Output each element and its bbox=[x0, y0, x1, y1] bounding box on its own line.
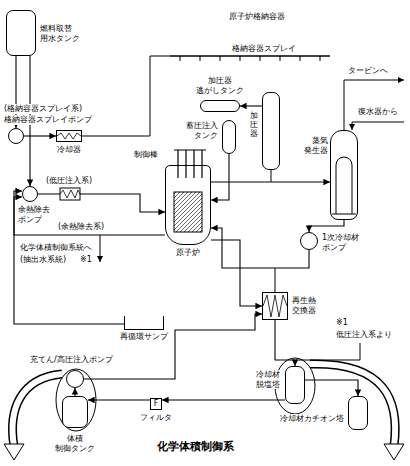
component-label: 原子炉 bbox=[176, 248, 200, 258]
component-label: 冷却材 脱塩塔 bbox=[256, 370, 280, 389]
pipe-label: 復水器から bbox=[358, 107, 398, 117]
steam-generator: 蒸気 発生器 bbox=[330, 130, 358, 220]
dome-outline bbox=[118, 6, 396, 350]
component-label: 1次冷却材 ポンプ bbox=[322, 233, 359, 252]
feedwater-pipe bbox=[352, 122, 404, 130]
big-arrow bbox=[310, 364, 395, 446]
coolant-pump: 1次冷却材 ポンプ bbox=[300, 232, 318, 250]
pipe-label: 化学体積制御系統へ bbox=[20, 243, 92, 253]
pipe-label: ※1 bbox=[80, 255, 92, 265]
sg-tubes bbox=[332, 157, 356, 214]
pipe-label: 格納容器スプレイ bbox=[232, 44, 296, 54]
pipe-connector bbox=[84, 314, 262, 379]
rhr-cooler bbox=[60, 188, 80, 200]
big-arrow bbox=[310, 364, 395, 446]
water-tank: 燃料取替 用水タンク bbox=[6, 10, 36, 56]
component-label: 原子炉格納容器 bbox=[229, 12, 285, 22]
dome-outline bbox=[119, 7, 395, 349]
big-arrow-head bbox=[384, 444, 404, 460]
component-label: 格納容器スプレイポンプ bbox=[4, 115, 92, 125]
pipe-connector bbox=[162, 399, 285, 400]
heat-exchanger: 再生熱 交換器 bbox=[262, 292, 288, 320]
component-label: (格納容器スプレイ系) bbox=[4, 104, 82, 114]
coil-symbol bbox=[57, 131, 81, 141]
system-title: 化学体積制御系 bbox=[157, 440, 234, 453]
pipe-label: 低圧注入系より bbox=[336, 330, 392, 340]
control-rods bbox=[174, 150, 206, 178]
pipe-connector bbox=[211, 240, 262, 306]
cvcs-ring bbox=[275, 358, 315, 414]
cooler: 冷却器 bbox=[56, 130, 82, 142]
charging-pump: 充てん/高圧注入ポンプ bbox=[66, 370, 84, 388]
injection-line bbox=[296, 343, 360, 360]
component-label: 充てん/高圧注入ポンプ bbox=[30, 355, 113, 365]
reactor-core bbox=[174, 192, 202, 232]
spray-pipe bbox=[82, 56, 170, 136]
pipe-label: 制御棒 bbox=[134, 150, 158, 160]
pipe-connector bbox=[309, 220, 344, 232]
steam-pipe bbox=[344, 80, 404, 130]
component-label: 蓄圧注入 タンク bbox=[186, 121, 218, 140]
spray-pump: (格納容器スプレイ系)格納容器スプレイポンプ bbox=[8, 128, 24, 144]
pipe-connector bbox=[305, 380, 358, 396]
pipe-connector bbox=[74, 388, 75, 396]
pipe-connector bbox=[211, 154, 229, 200]
letdown-branch bbox=[100, 235, 101, 262]
component-label: 燃料取替 用水タンク bbox=[40, 24, 80, 43]
pipe-label: (余熱除去系) bbox=[58, 222, 104, 232]
containment-dome: 加圧器蒸気 発生器原子炉1次冷却材 ポンプ蓄圧注入 タンク加圧器 逃がしタンク再… bbox=[118, 6, 396, 350]
relief-tank: 加圧器 逃がしタンク bbox=[200, 100, 240, 112]
component-label: 加圧器 逃がしタンク bbox=[196, 76, 244, 95]
coil-symbol bbox=[263, 293, 287, 319]
component-label: 余熱除去 ポンプ bbox=[18, 205, 50, 224]
spray-nozzles bbox=[180, 56, 320, 61]
pipe-connector bbox=[14, 191, 124, 324]
component-label: 冷却材カチオン塔 bbox=[280, 414, 344, 424]
reactor-vessel: 原子炉 bbox=[165, 165, 211, 245]
pipe-connector bbox=[14, 197, 165, 235]
pipe-connector bbox=[24, 135, 56, 136]
volume-tank: 体積 制御タンク bbox=[62, 396, 88, 428]
coil-symbol bbox=[263, 295, 287, 317]
component-label: F bbox=[154, 399, 159, 409]
pressurizer: 加圧器 bbox=[262, 92, 280, 170]
rhr-cooler-coil bbox=[60, 190, 80, 198]
surge-line bbox=[271, 170, 272, 182]
sump-pit: 再循環サンプ bbox=[124, 316, 164, 330]
accumulator-tank: 蓄圧注入 タンク bbox=[222, 120, 236, 154]
coil-symbol bbox=[57, 133, 81, 139]
pipe-label: (低圧注入系) bbox=[46, 176, 92, 186]
pipe-label: (抽出水系統) bbox=[20, 255, 66, 265]
component-label: フィルタ bbox=[140, 413, 172, 423]
component-label: 体積 制御タンク bbox=[55, 434, 95, 453]
big-arrow-head bbox=[4, 444, 24, 460]
charging-line bbox=[275, 268, 276, 292]
spray-header bbox=[170, 55, 330, 57]
pipe-connector bbox=[211, 228, 309, 268]
cation-bed: 冷却材カチオン塔 bbox=[348, 396, 368, 430]
component-label: 再生熱 交換器 bbox=[292, 296, 316, 315]
component-label: 再循環サンプ bbox=[120, 332, 168, 342]
pipe-connector bbox=[38, 194, 165, 212]
component-label: 蒸気 発生器 bbox=[304, 136, 328, 155]
demineralizer: 冷却材 脱塩塔 bbox=[285, 366, 305, 404]
rhr-pump: 余熱除去 ポンプ bbox=[22, 186, 38, 202]
component-label: 加圧器 bbox=[250, 112, 258, 138]
component-label: 冷却器 bbox=[57, 145, 81, 155]
pipe-connector bbox=[275, 320, 295, 366]
pipe-connector bbox=[88, 399, 150, 400]
filter-box: Fフィルタ bbox=[150, 398, 162, 410]
pipe-label: ※1 bbox=[336, 318, 348, 328]
pipe-connector bbox=[240, 105, 262, 106]
pipe-label: タービンへ bbox=[348, 66, 388, 76]
